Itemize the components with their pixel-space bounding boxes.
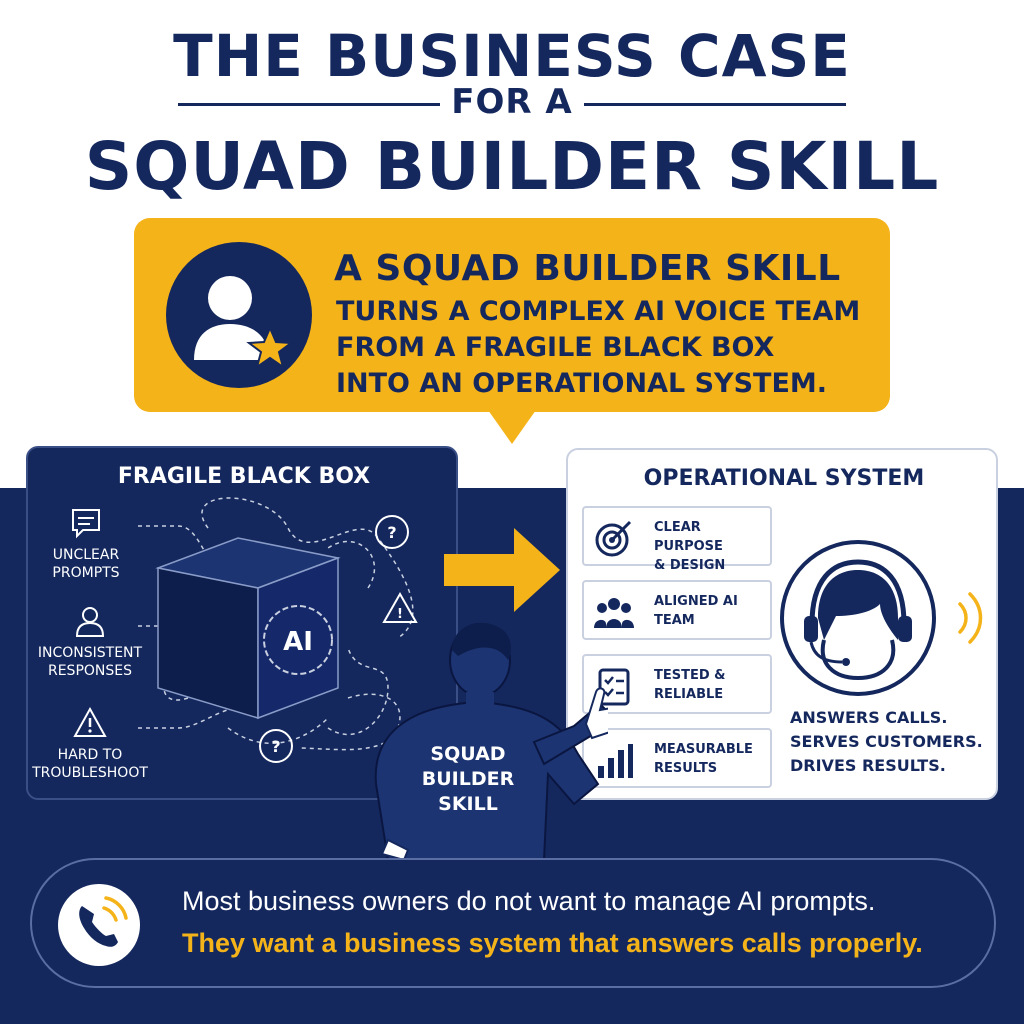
question-mark-icon: ? xyxy=(387,523,396,542)
title-line-3: SQUAD BUILDER SKILL xyxy=(84,128,940,205)
team-icon xyxy=(594,598,634,628)
title-line-2-wrap: FOR A xyxy=(178,82,846,126)
businessman-illustration xyxy=(374,622,608,860)
feature-label: TESTED & xyxy=(654,668,726,683)
jacket-label-line: SQUAD xyxy=(430,743,506,765)
title-rule-right xyxy=(584,103,846,106)
title-line-1: THE BUSINESS CASE xyxy=(173,22,851,90)
cube-ai-label: AI xyxy=(283,627,313,657)
feature-label: TEAM xyxy=(654,613,695,628)
bar-chart-icon xyxy=(598,744,633,778)
feature-label: & DESIGN xyxy=(654,558,726,573)
issue-label: UNCLEAR xyxy=(52,547,120,563)
checklist-icon xyxy=(598,668,630,706)
issue-inconsistent-responses: INCONSISTENT RESPONSES xyxy=(32,604,148,680)
warning-icon xyxy=(73,706,107,737)
feature-label: RELIABLE xyxy=(654,687,724,702)
target-icon xyxy=(595,520,632,557)
black-box-cube: AI xyxy=(155,537,341,720)
feature-label: RESULTS xyxy=(654,761,718,776)
issue-label: RESPONSES xyxy=(47,663,132,679)
headset-agent-icon xyxy=(780,540,936,696)
bottom-message-banner: Most business owners do not want to mana… xyxy=(30,858,996,988)
right-panel-title: OPERATIONAL SYSTEM xyxy=(643,466,925,491)
transition-arrow-icon xyxy=(444,528,560,612)
person-icon xyxy=(75,607,105,637)
jacket-label: SQUAD BUILDER SKILL xyxy=(412,742,524,817)
callout-line: FROM A FRAGILE BLACK BOX xyxy=(336,332,775,363)
agent-caption-line: SERVES CUSTOMERS. xyxy=(790,732,983,751)
feature-label: ALIGNED AI xyxy=(654,594,738,609)
issue-label: TROUBLESHOOT xyxy=(32,765,148,781)
operational-system-panel: OPERATIONAL SYSTEM CLEAR PURPOSE & DESIG… xyxy=(566,448,998,800)
summary-callout: A SQUAD BUILDER SKILL TURNS A COMPLEX AI… xyxy=(134,218,890,412)
question-mark-icon: ? xyxy=(271,737,280,756)
fragile-black-box-panel: FRAGILE BLACK BOX ? ? ! AI xyxy=(26,446,458,800)
callout-heading: A SQUAD BUILDER SKILL xyxy=(334,248,841,289)
issue-unclear-prompts: UNCLEAR PROMPTS xyxy=(38,506,134,582)
jacket-label-line: BUILDER xyxy=(421,768,515,790)
feature-clear-purpose: CLEAR PURPOSE & DESIGN xyxy=(582,506,772,573)
bottom-message-line-1: Most business owners do not want to mana… xyxy=(182,886,876,916)
feature-measurable-results: MEASURABLE RESULTS xyxy=(582,728,772,788)
callout-body: TURNS A COMPLEX AI VOICE TEAM FROM A FRA… xyxy=(336,294,876,402)
callout-line: TURNS A COMPLEX AI VOICE TEAM xyxy=(336,296,861,327)
feature-tested-reliable: TESTED & RELIABLE xyxy=(582,654,772,714)
feature-label: MEASURABLE xyxy=(654,742,753,757)
title-rule-left xyxy=(178,103,440,106)
issue-label: INCONSISTENT xyxy=(37,645,143,661)
callout-line: INTO AN OPERATIONAL SYSTEM. xyxy=(336,368,828,399)
chat-bubble-icon xyxy=(72,509,100,539)
issue-hard-to-troubleshoot: HARD TO TROUBLESHOOT xyxy=(32,706,148,782)
bottom-message-line-2: They want a business system that answers… xyxy=(182,928,923,958)
agent-caption-line: ANSWERS CALLS. xyxy=(790,708,948,727)
warning-icon: ! xyxy=(397,607,403,622)
sound-waves-icon xyxy=(958,592,983,644)
left-panel-title: FRAGILE BLACK BOX xyxy=(117,464,371,489)
user-star-icon xyxy=(166,242,312,388)
feature-label: CLEAR PURPOSE xyxy=(654,520,723,554)
jacket-label-line: SKILL xyxy=(438,793,498,815)
agent-caption: ANSWERS CALLS. SERVES CUSTOMERS. DRIVES … xyxy=(790,706,990,778)
issue-label: PROMPTS xyxy=(52,565,120,581)
callout-tail xyxy=(488,410,536,444)
feature-aligned-team: ALIGNED AI TEAM xyxy=(582,580,772,640)
agent-caption-line: DRIVES RESULTS. xyxy=(790,756,946,775)
title-line-2: FOR A xyxy=(451,82,573,122)
phone-ringing-icon xyxy=(58,884,140,966)
issue-label: HARD TO xyxy=(57,747,123,763)
